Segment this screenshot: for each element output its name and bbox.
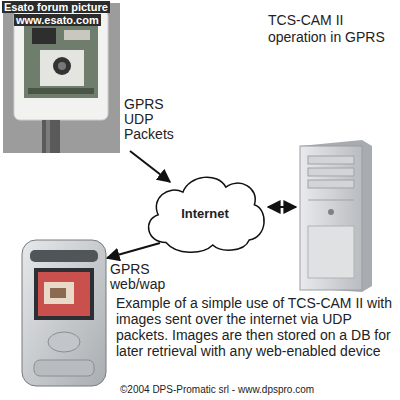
server-tower [300,140,372,292]
udp-arrow [130,151,170,182]
camera-device-photo [3,3,120,153]
mobile-phone [22,240,106,386]
cloud-node: Internet [140,167,270,255]
diagram-title: TCS-CAM II operation in GPRS [268,12,394,46]
web-arrow [107,243,160,258]
link-label: GPRS UDP Packets [124,97,190,142]
server-link-arrow [268,206,296,208]
copyright-note: ©2004 DPS-Promatic srl - www.dpspro.com [120,384,396,396]
cloud-label: Internet [181,206,229,221]
caption-text: Example of a simple use of TCS-CAM II wi… [116,295,396,359]
cloud-shape [149,177,265,252]
link-label: GPRS web/wap [110,262,190,292]
watermark: Esato forum picture [2,1,110,13]
watermark: www.esato.com [14,14,101,26]
